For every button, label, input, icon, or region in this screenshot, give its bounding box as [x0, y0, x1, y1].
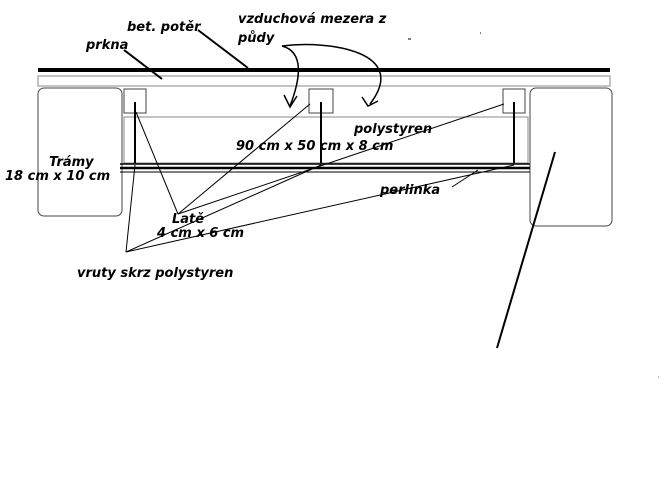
pointer-boards	[123, 49, 163, 80]
beam-right	[529, 87, 613, 227]
boards-layer	[37, 75, 611, 87]
label-polystyren: polystyren	[353, 122, 432, 137]
label-late-size: 4 cm x 6 cm	[156, 226, 244, 241]
label-bet-poter: bet. potěr	[127, 20, 202, 35]
label-vruty: vruty skrz polystyren	[77, 266, 233, 281]
air-gap-arrow-2	[281, 43, 382, 105]
pointer-late-2	[177, 103, 311, 215]
polystyrene-board	[123, 116, 529, 164]
label-polystyren-size: 90 cm x 50 cm x 8 cm	[236, 139, 393, 154]
diagonal-line	[496, 151, 556, 349]
label-air-gap-2: půdy	[237, 31, 275, 46]
pointer-vruty-3	[125, 164, 515, 253]
air-gap-arrowhead-2	[361, 96, 379, 107]
beam-left	[37, 87, 123, 217]
label-perlinka: perlinka	[379, 183, 440, 198]
label-late: Latě	[172, 212, 204, 227]
pointer-late-1	[135, 111, 179, 215]
pointer-perlinka	[451, 169, 479, 188]
label-tramy-size: 18 cm x 10 cm	[5, 169, 110, 184]
label-prkna: prkna	[85, 38, 128, 53]
air-gap-arrow-1	[281, 45, 300, 107]
air-gap-arrowhead-1	[283, 94, 298, 109]
pointer-late-3	[177, 103, 505, 215]
label-tramy: Trámy	[49, 155, 94, 170]
pointer-vruty-1	[125, 164, 136, 253]
label-air-gap-1: vzduchová mezera z	[238, 12, 387, 27]
pointer-screed	[197, 29, 249, 69]
pointer-vruty-2	[125, 164, 322, 253]
